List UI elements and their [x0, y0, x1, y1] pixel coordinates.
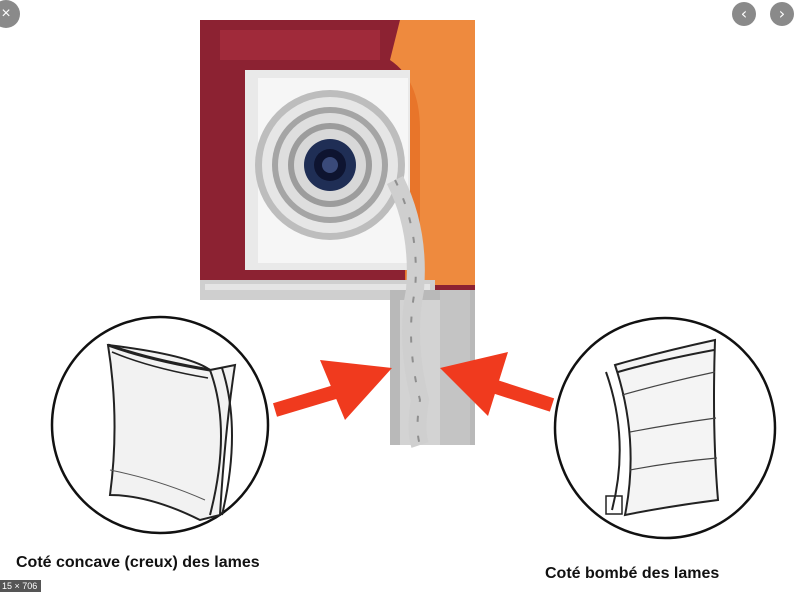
close-icon: × — [1, 5, 11, 22]
chevron-left-icon: ‹ — [740, 4, 748, 23]
arrow-right-to-center — [440, 352, 555, 416]
caption-concave-side: Coté concave (creux) des lames — [16, 554, 260, 571]
shutter-box-cross-section — [200, 20, 475, 448]
convex-slat-detail — [553, 316, 777, 540]
caption-convex-side: Coté bombé des lames — [545, 565, 720, 582]
concave-slat-detail — [50, 315, 270, 535]
next-image-button[interactable]: › — [770, 2, 794, 26]
arrow-left-to-center — [272, 360, 392, 420]
chevron-right-icon: › — [778, 4, 786, 23]
image-dimensions-badge: 15 × 706 — [0, 580, 42, 592]
previous-image-button[interactable]: ‹ — [732, 2, 756, 26]
close-button[interactable]: × — [0, 0, 20, 28]
